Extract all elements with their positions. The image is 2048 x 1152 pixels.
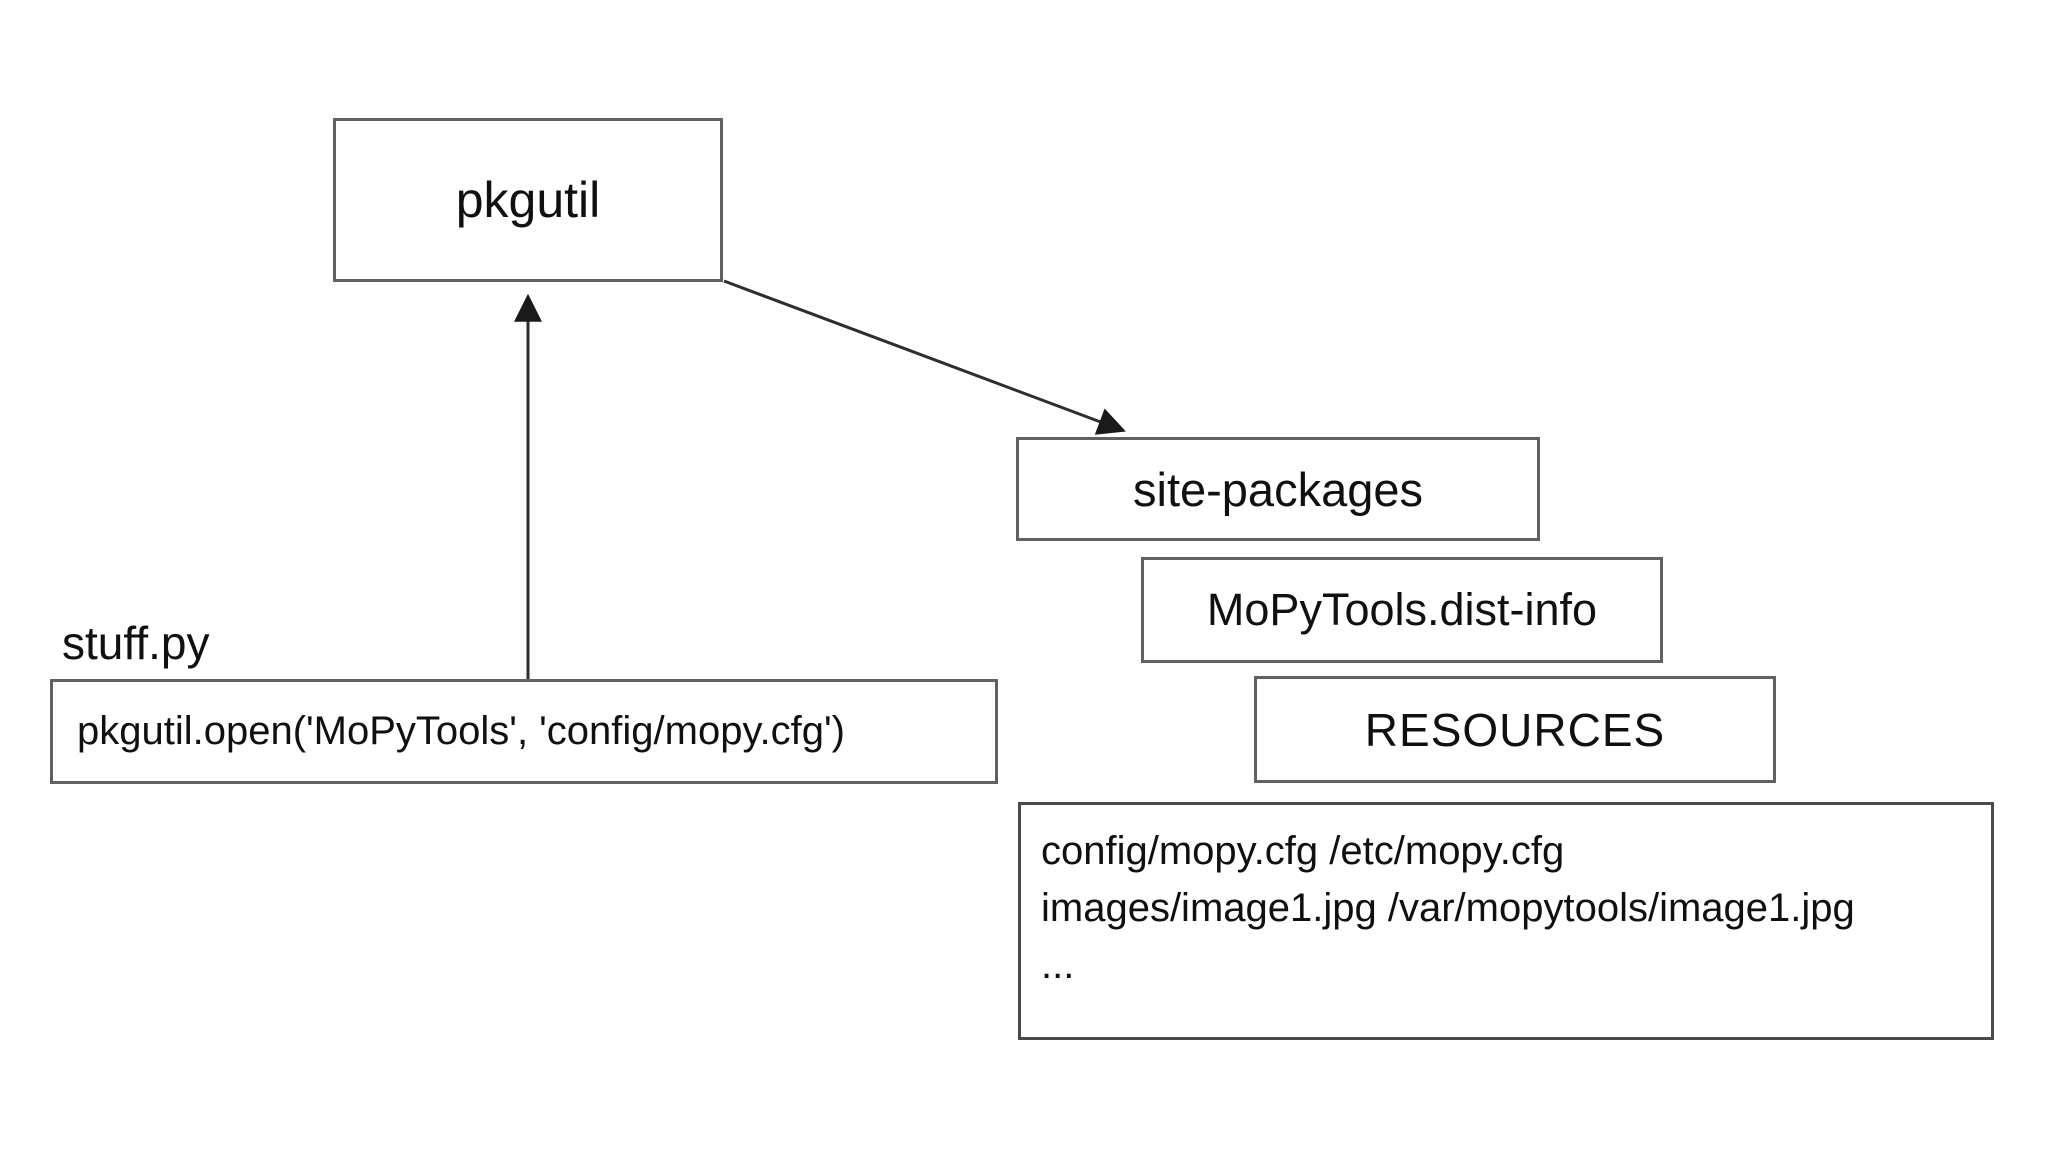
pkgutil-open-call-label: pkgutil.open('MoPyTools', 'config/mopy.c… <box>77 709 845 753</box>
stuff-py-label: stuff.py <box>62 617 210 669</box>
site-packages-node-label: site-packages <box>1133 462 1423 516</box>
site-packages-node: site-packages <box>1016 437 1540 541</box>
resources-node-label: RESOURCES <box>1364 703 1666 756</box>
pkgutil-node-label: pkgutil <box>455 172 601 228</box>
dist-info-node: MoPyTools.dist-info <box>1141 557 1663 663</box>
dist-info-node-label: MoPyTools.dist-info <box>1206 584 1598 635</box>
resource-map-node: config/mopy.cfg /etc/mopy.cfg images/ima… <box>1018 802 1994 1040</box>
resource-map-line: ... <box>1041 943 1075 987</box>
pkgutil-open-call-node: pkgutil.open('MoPyTools', 'config/mopy.c… <box>50 679 998 784</box>
arrow-pkgutil-to-site-packages <box>723 279 1126 435</box>
pkgutil-node: pkgutil <box>333 118 723 282</box>
resource-map-line: config/mopy.cfg /etc/mopy.cfg <box>1041 829 1565 873</box>
resources-node: RESOURCES <box>1254 676 1776 783</box>
resource-map-line: images/image1.jpg /var/mopytools/image1.… <box>1041 886 1855 930</box>
